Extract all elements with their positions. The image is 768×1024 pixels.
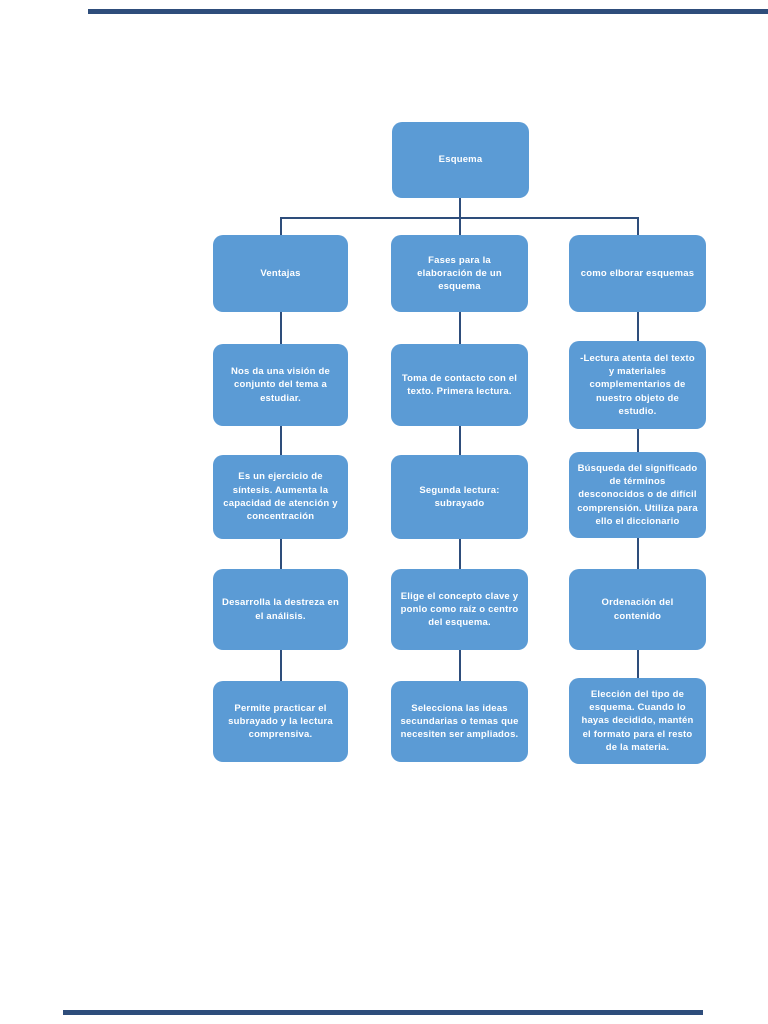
connector-col2-4 xyxy=(459,650,461,681)
node-col1-item3: Desarrolla la destreza en el análisis. xyxy=(213,569,348,650)
connector-drop-col3 xyxy=(637,217,639,235)
node-label: Esquema xyxy=(438,154,483,166)
node-label: Elige el concepto clave y ponlo como raí… xyxy=(400,590,519,629)
node-col2-header: Fases para la elaboración de un esquema xyxy=(391,235,528,312)
connector-col3-4 xyxy=(637,650,639,678)
page-bottom-border xyxy=(63,1010,703,1015)
node-label: Búsqueda del significado de términos des… xyxy=(577,462,698,527)
node-label: como elborar esquemas xyxy=(580,267,695,279)
connector-col1-2 xyxy=(280,426,282,455)
connector-col1-1 xyxy=(280,312,282,344)
connector-col2-3 xyxy=(459,539,461,569)
node-label: Toma de contacto con el texto. Primera l… xyxy=(401,372,518,397)
connector-col1-4 xyxy=(280,650,282,681)
node-label: Ordenación del contenido xyxy=(601,597,674,622)
connector-drop-col2 xyxy=(459,217,461,235)
page-top-border xyxy=(88,9,768,14)
node-label: -Lectura atenta del texto y materiales c… xyxy=(580,352,695,417)
node-col3-item3: Ordenación del contenido xyxy=(569,569,706,650)
node-col1-item1: Nos da una visión de conjunto del tema a… xyxy=(213,344,348,426)
node-label: Desarrolla la destreza en el análisis. xyxy=(222,597,339,622)
node-col3-item2: Búsqueda del significado de términos des… xyxy=(569,452,706,538)
node-label: Nos da una visión de conjunto del tema a… xyxy=(230,366,331,404)
node-col3-header: como elborar esquemas xyxy=(569,235,706,312)
node-col1-item4: Permite practicar el subrayado y la lect… xyxy=(213,681,348,762)
node-col2-item3: Elige el concepto clave y ponlo como raí… xyxy=(391,569,528,650)
connector-drop-col1 xyxy=(280,217,282,235)
connector-col2-1 xyxy=(459,312,461,344)
connector-col3-1 xyxy=(637,312,639,341)
node-col2-item1: Toma de contacto con el texto. Primera l… xyxy=(391,344,528,426)
node-label: Ventajas xyxy=(260,267,301,279)
connector-col3-2 xyxy=(637,429,639,452)
node-col1-header: Ventajas xyxy=(213,235,348,312)
node-col2-item4: Selecciona las ideas secundarias o temas… xyxy=(391,681,528,762)
node-col1-item2: Es un ejercicio de síntesis. Aumenta la … xyxy=(213,455,348,539)
node-label: Permite practicar el subrayado y la lect… xyxy=(228,702,333,741)
node-col3-item4: Elección del tipo de esquema. Cuando lo … xyxy=(569,678,706,764)
node-col3-item1: -Lectura atenta del texto y materiales c… xyxy=(569,341,706,429)
node-label: Es un ejercicio de síntesis. Aumenta la … xyxy=(223,471,338,523)
connector-root-stub xyxy=(459,198,461,218)
node-label: Selecciona las ideas secundarias o temas… xyxy=(400,702,519,741)
node-root-esquema: Esquema xyxy=(392,122,529,198)
node-label: Fases para la elaboración de un esquema xyxy=(417,254,502,293)
node-label: Segunda lectura: subrayado xyxy=(419,484,500,509)
connector-col3-3 xyxy=(637,538,639,569)
connector-col1-3 xyxy=(280,539,282,569)
node-label: Elección del tipo de esquema. Cuando lo … xyxy=(581,688,694,753)
connector-col2-2 xyxy=(459,426,461,455)
node-col2-item2: Segunda lectura: subrayado xyxy=(391,455,528,539)
